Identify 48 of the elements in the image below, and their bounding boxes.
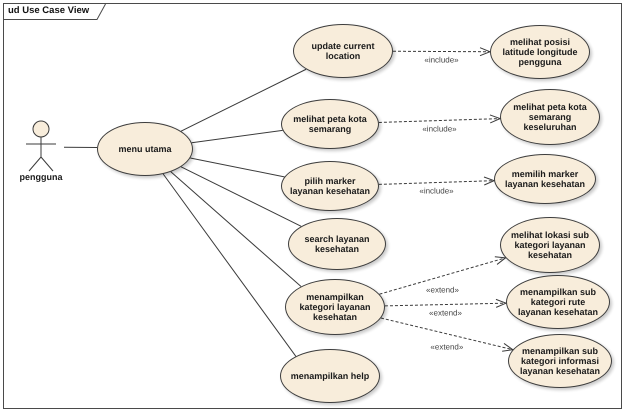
use-case-ellipse	[280, 349, 380, 403]
line	[180, 166, 302, 227]
use-case-label: update current location	[310, 41, 376, 61]
dashed-arrow	[378, 176, 495, 186]
line	[170, 171, 302, 287]
use-case-label: memilih marker layanan kesehatan	[504, 169, 586, 189]
frame-title: ud Use Case View	[8, 5, 90, 17]
use-case-label: menampilkan kategori layanan kesehatan	[298, 292, 372, 322]
use-case-label: melihat peta kota semarang	[292, 114, 368, 134]
edge-label: «include»	[421, 124, 458, 134]
use-case-ellipse	[97, 122, 193, 176]
use-case-label: menu utama	[118, 144, 172, 154]
edge-label: «extend»	[428, 308, 463, 318]
use-case-label: pilih marker layanan kesehatan	[288, 176, 372, 196]
use-case-ellipse	[293, 24, 393, 78]
actor-label: pengguna	[20, 172, 62, 182]
use-case-ellipse	[281, 99, 379, 149]
line	[64, 146, 98, 148]
use-case-ellipse	[490, 25, 590, 79]
dashed-arrow	[378, 256, 506, 295]
diagram-frame	[3, 3, 622, 409]
edge-label: «include»	[423, 55, 460, 64]
use-case-ellipse	[288, 218, 386, 270]
dashed-arrow	[392, 47, 490, 56]
dashed-arrow	[378, 114, 501, 124]
use-case-ellipse	[285, 279, 385, 335]
edge-label: «extend»	[425, 285, 460, 294]
line	[180, 68, 307, 132]
use-case-ellipse	[500, 217, 600, 273]
use-case-ellipse	[500, 89, 600, 145]
edge-label: «extend»	[429, 342, 464, 352]
use-case-ellipse	[494, 154, 596, 204]
use-case-ellipse	[506, 275, 610, 329]
line	[191, 130, 284, 144]
use-case-ellipse	[508, 334, 612, 388]
edge-label: «include»	[418, 186, 455, 196]
dashed-arrow	[384, 298, 507, 308]
dashed-arrow	[380, 318, 514, 352]
use-case-label: melihat posisi latitude longitude pengguna	[502, 37, 578, 67]
use-case-label: menampilkan sub kategori informasi layanan kesehatan	[518, 346, 602, 376]
use-case-label: menampilkan sub kategori rute layanan kesehatan	[516, 287, 600, 317]
use-case-label: melihat lokasi sub kategori layanan kesehatan	[510, 230, 590, 260]
line	[162, 174, 296, 357]
use-case-label: search layanan kesehatan	[303, 234, 371, 254]
use-case-label: melihat peta kota semarang keseluruhan	[512, 102, 588, 132]
line	[190, 158, 285, 178]
use-case-ellipse	[281, 161, 379, 211]
use-case-label: menampilkan help	[290, 371, 370, 381]
